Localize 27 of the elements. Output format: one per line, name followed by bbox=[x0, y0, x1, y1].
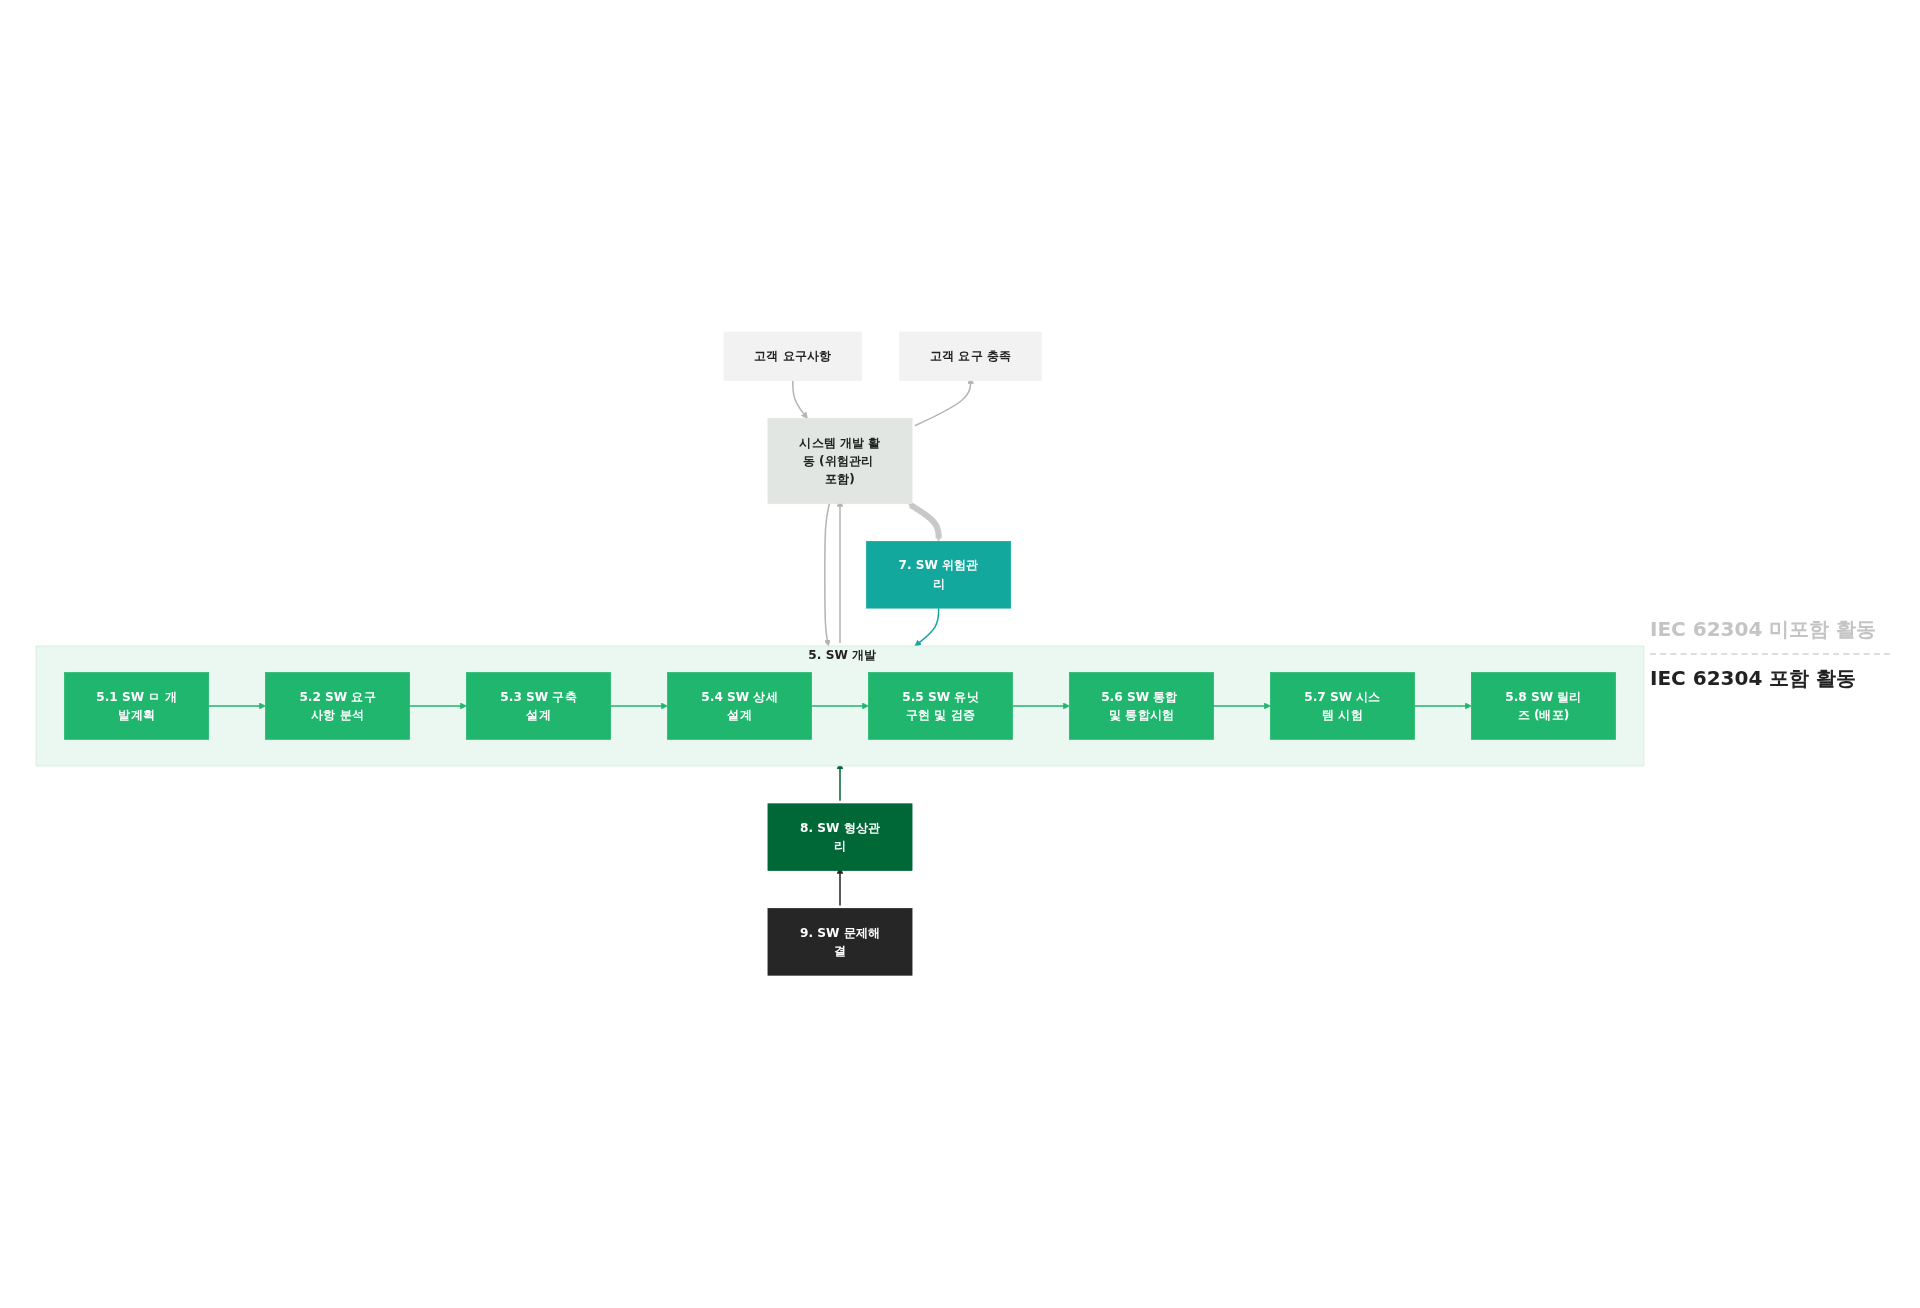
arrow bbox=[1212, 703, 1271, 710]
node-box: 5.5 SW 유닛구현 및 검증 bbox=[868, 672, 1013, 741]
node-box: 8. SW 형상관리 bbox=[767, 803, 913, 872]
scope-note: IEC 62304 포함 활동 bbox=[1650, 665, 1858, 692]
node-box: 7. SW 위험관리 bbox=[866, 541, 1011, 609]
arrow bbox=[810, 703, 869, 710]
node-box: 9. SW 문제해결 bbox=[767, 908, 913, 976]
node-box: 5.7 SW 시스템 시험 bbox=[1270, 672, 1415, 741]
node-box: 고객 요구 충족 bbox=[899, 332, 1042, 382]
arrow bbox=[914, 607, 940, 647]
node-box: 5.6 SW 통합 및 통합시험 bbox=[1069, 672, 1214, 741]
arrow bbox=[609, 703, 668, 710]
arrow bbox=[1413, 703, 1472, 710]
node-box: 5.3 SW 구축설계 bbox=[466, 672, 611, 741]
arrow bbox=[792, 380, 808, 420]
scope-note: IEC 62304 미포함 활동 bbox=[1650, 606, 1890, 655]
arrow bbox=[1011, 703, 1070, 710]
arrow bbox=[207, 703, 266, 710]
arrow bbox=[908, 502, 942, 543]
node-box: 5.4 SW 상세설계 bbox=[667, 672, 812, 741]
node-box: 5.2 SW 요구사항 분석 bbox=[265, 672, 410, 741]
node-box: 5.1 SW ㅁ 개발계획 bbox=[64, 672, 209, 741]
node-box: 5.8 SW 릴리즈 (배포) bbox=[1471, 672, 1616, 741]
arrow bbox=[408, 703, 467, 710]
arrow bbox=[824, 503, 831, 647]
node-box: 고객 요구사항 bbox=[723, 332, 863, 382]
node-box: 시스템 개발 활동 (위험관리 포함) bbox=[767, 418, 913, 505]
